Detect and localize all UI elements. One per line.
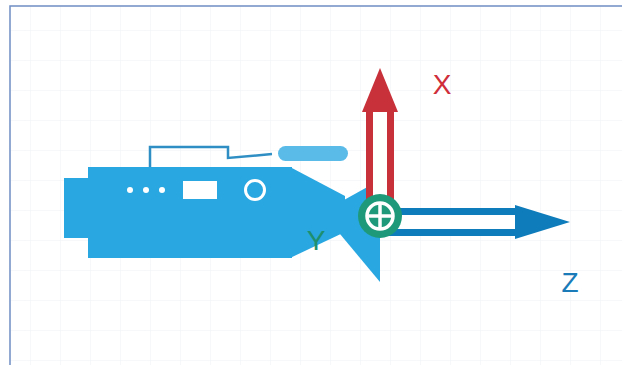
camera-dot bbox=[143, 187, 149, 193]
camera-display bbox=[183, 181, 217, 199]
camera-handle bbox=[150, 147, 272, 167]
frame bbox=[10, 6, 622, 365]
camera-pill bbox=[278, 146, 348, 161]
camera-body bbox=[88, 167, 292, 258]
z-axis-arrow bbox=[380, 205, 570, 239]
y-axis-label: Y bbox=[307, 227, 326, 255]
camera-dot bbox=[127, 187, 133, 193]
x-axis-arrow bbox=[362, 68, 398, 212]
z-axis-label: Z bbox=[561, 269, 578, 297]
x-axis-label: X bbox=[433, 71, 452, 99]
camera bbox=[64, 146, 380, 282]
camera-dot bbox=[159, 187, 165, 193]
y-axis-symbol bbox=[358, 194, 402, 238]
camera-button bbox=[246, 181, 265, 200]
